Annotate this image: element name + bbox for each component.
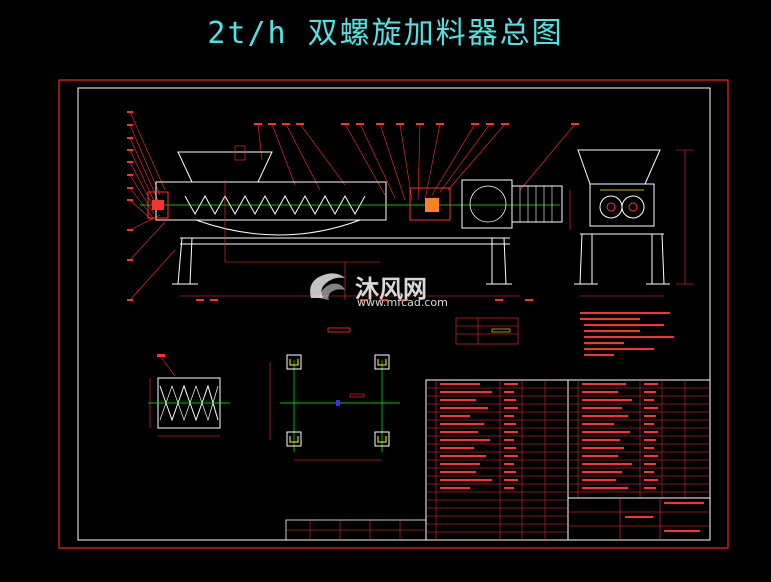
end-support-frame [574, 233, 670, 285]
motor-body [511, 185, 563, 223]
watermark-url: www.mfcad.com [357, 296, 448, 309]
top-balloon-leaders [257, 123, 576, 201]
watermark: 沐风网 www.mfcad.com [305, 268, 448, 309]
side-view [127, 111, 579, 333]
trough-body [155, 181, 387, 221]
side-dimension-lines [180, 145, 520, 300]
small-spec-table [455, 317, 519, 345]
trough-bottom-curve [195, 219, 361, 236]
gearbox [461, 179, 513, 229]
gearbox-flange [469, 185, 507, 223]
left-balloon-ticks [127, 111, 133, 301]
right-screw-section [621, 195, 645, 219]
side-hopper [177, 151, 273, 183]
end-trough [589, 183, 655, 227]
foundation-plan [269, 354, 400, 461]
sheet-outer-frame [58, 79, 729, 549]
motor-fins [519, 186, 553, 222]
title-block [285, 497, 711, 541]
left-bearing [152, 200, 164, 210]
coupling-core [425, 198, 439, 212]
end-dimension-lines [569, 149, 694, 297]
section-label-box [327, 327, 351, 333]
technical-notes [580, 312, 674, 356]
support-frame [172, 237, 512, 285]
end-view [569, 149, 694, 297]
drawing-title: 2t/h 双螺旋加料器总图 [207, 16, 564, 51]
parts-list-table [425, 379, 711, 541]
watermark-text: 沐风网 [355, 274, 427, 303]
screw-flights [184, 194, 366, 216]
mf-logo-icon [310, 273, 345, 300]
coupling-block [409, 187, 451, 221]
end-hopper [577, 149, 661, 185]
left-end-flange [147, 191, 169, 219]
left-screw-section [599, 195, 623, 219]
screw-detail-view [148, 354, 230, 437]
